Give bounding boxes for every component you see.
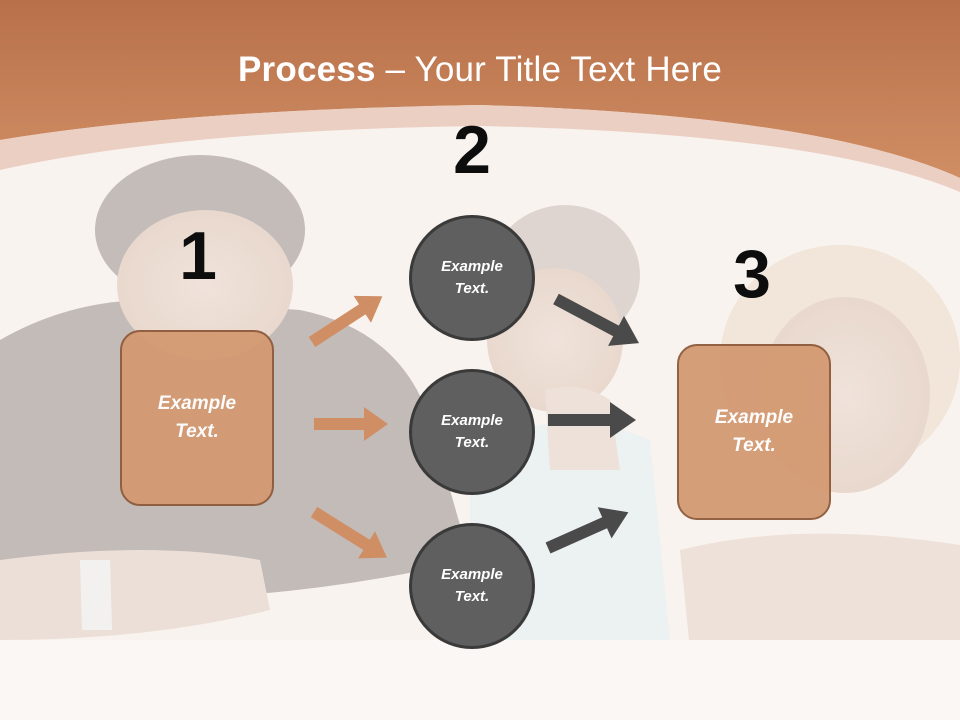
arrows-step1 bbox=[308, 295, 388, 559]
slide-title: Process – Your Title Text Here bbox=[0, 50, 960, 90]
step-2-circle-top: Example Text. bbox=[409, 215, 535, 341]
step-number-3: 3 bbox=[733, 236, 771, 312]
arrow-right bbox=[314, 407, 388, 441]
circle-text-middle: Example Text. bbox=[441, 411, 503, 452]
arrow-down-right-dark bbox=[553, 293, 639, 346]
step-number-2: 2 bbox=[453, 112, 491, 188]
title-rest: – Your Title Text Here bbox=[375, 50, 722, 89]
title-bold: Process bbox=[238, 50, 376, 89]
arrow-up-right bbox=[308, 295, 383, 348]
circle-text-bottom: Example Text. bbox=[441, 565, 503, 606]
arrow-up-right-dark bbox=[545, 507, 629, 554]
step-2-circle-middle: Example Text. bbox=[409, 369, 535, 495]
step-3-text: Example Text. bbox=[714, 406, 794, 457]
arrow-down-right bbox=[310, 506, 387, 559]
step-number-1: 1 bbox=[179, 218, 217, 294]
step-1-box: Example Text. bbox=[120, 330, 274, 506]
step-3-box: Example Text. bbox=[677, 344, 831, 520]
header-band bbox=[0, 0, 960, 192]
step-2-circle-bottom: Example Text. bbox=[409, 523, 535, 649]
circle-text-top: Example Text. bbox=[441, 257, 503, 298]
arrows-step2 bbox=[545, 293, 639, 554]
arrow-right-dark bbox=[548, 402, 636, 438]
step-1-text: Example Text. bbox=[157, 392, 237, 443]
